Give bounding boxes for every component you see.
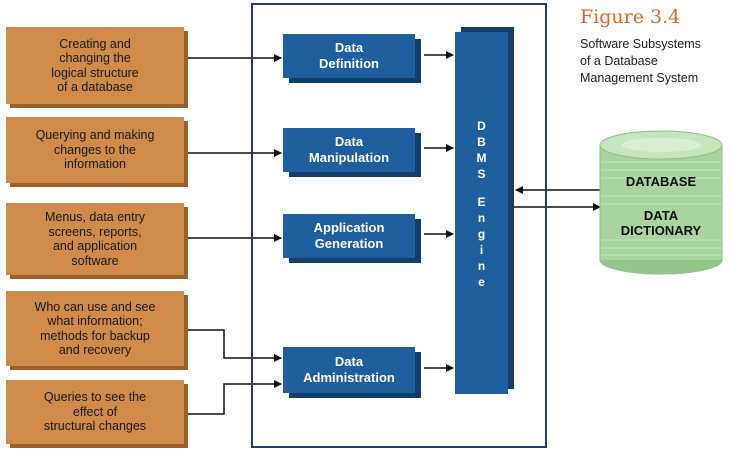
figure-subtitle: Software Subsystems of a Database Manage… [580, 37, 701, 85]
database-cylinder [599, 130, 723, 275]
dbms-boundary [251, 3, 547, 448]
figure-title: Figure 3.4 [580, 6, 681, 28]
data-dictionary-label: DATA DICTIONARY [620, 208, 702, 238]
database-label: DATABASE [625, 174, 697, 189]
